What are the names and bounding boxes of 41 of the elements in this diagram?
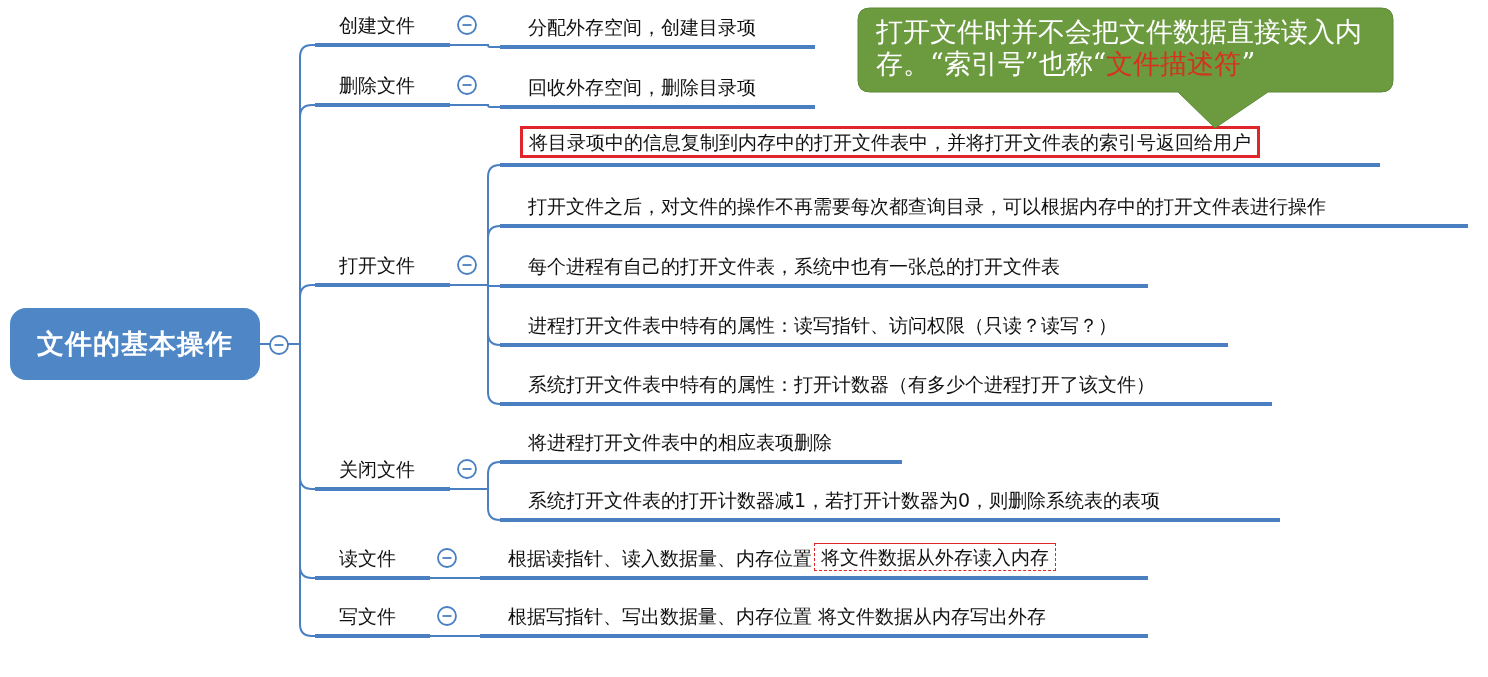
connector-line [487, 461, 501, 475]
connector-line [487, 164, 501, 178]
connector-line [299, 104, 316, 118]
highlighted-text: 将目录项中的信息复制到内存中的打开文件表中，并将打开文件表的索引号返回给用户 [520, 126, 1260, 158]
topic-text: 根据写指针、写出数据量、内存位置 将文件数据从内存写出外存 [508, 604, 1047, 629]
connector-line [487, 285, 501, 287]
topic-text: 删除文件 [339, 73, 415, 98]
topic-text: 打开文件之后，对文件的操作不再需要每次都查询目录，可以根据内存中的打开文件表进行操作 [528, 194, 1326, 219]
topic-text: 根据读指针、读入数据量、内存位置 [508, 546, 812, 571]
root-topic: 文件的基本操作 [10, 308, 260, 380]
connector-line [449, 472, 489, 510]
connector-line [259, 55, 301, 626]
connector-line [299, 476, 316, 490]
topic-text: 进程打开文件表中特有的属性：读写指针、访问权限（只读？读写？） [528, 313, 1117, 338]
topic-text: 写文件 [339, 604, 396, 629]
connector-line [487, 332, 501, 346]
topic-text: 系统打开文件表的打开计数器减1，若打开计数器为0，则删除系统表的表项 [528, 488, 1161, 513]
topic-text: 系统打开文件表中特有的属性：打开计数器（有多少个进程打开了该文件） [528, 372, 1155, 397]
connector-line [299, 44, 316, 58]
connector-line [449, 44, 501, 48]
connector-line [299, 623, 316, 637]
connector-line [449, 175, 489, 394]
topic-text: 关闭文件 [339, 457, 415, 482]
topic-line [500, 125, 1380, 167]
topic-text: 打开文件 [339, 253, 415, 278]
topic-text: 分配外存空间，创建目录项 [528, 15, 756, 40]
connector-line [299, 565, 316, 579]
connector-line [429, 635, 481, 637]
topic-text: 将进程打开文件表中的相应表项删除 [528, 430, 832, 455]
connector-line [487, 507, 501, 521]
topic-text: 创建文件 [339, 13, 415, 38]
connector-line [449, 104, 501, 108]
callout-bubble: 打开文件时并不会把文件数据直接读入内存。“索引号”也称“文件描述符” [858, 8, 1393, 128]
topic-text: 每个进程有自己的打开文件表，系统中也有一张总的打开文件表 [528, 254, 1060, 279]
highlighted-text: 将文件数据从外存读入内存 [814, 543, 1056, 571]
connector-line [429, 577, 481, 579]
topic-text: 读文件 [339, 546, 396, 571]
connector-line [299, 284, 316, 298]
topic-text: 回收外存空间，删除目录项 [528, 75, 756, 100]
connector-line [487, 391, 501, 405]
connector-line [487, 225, 501, 239]
